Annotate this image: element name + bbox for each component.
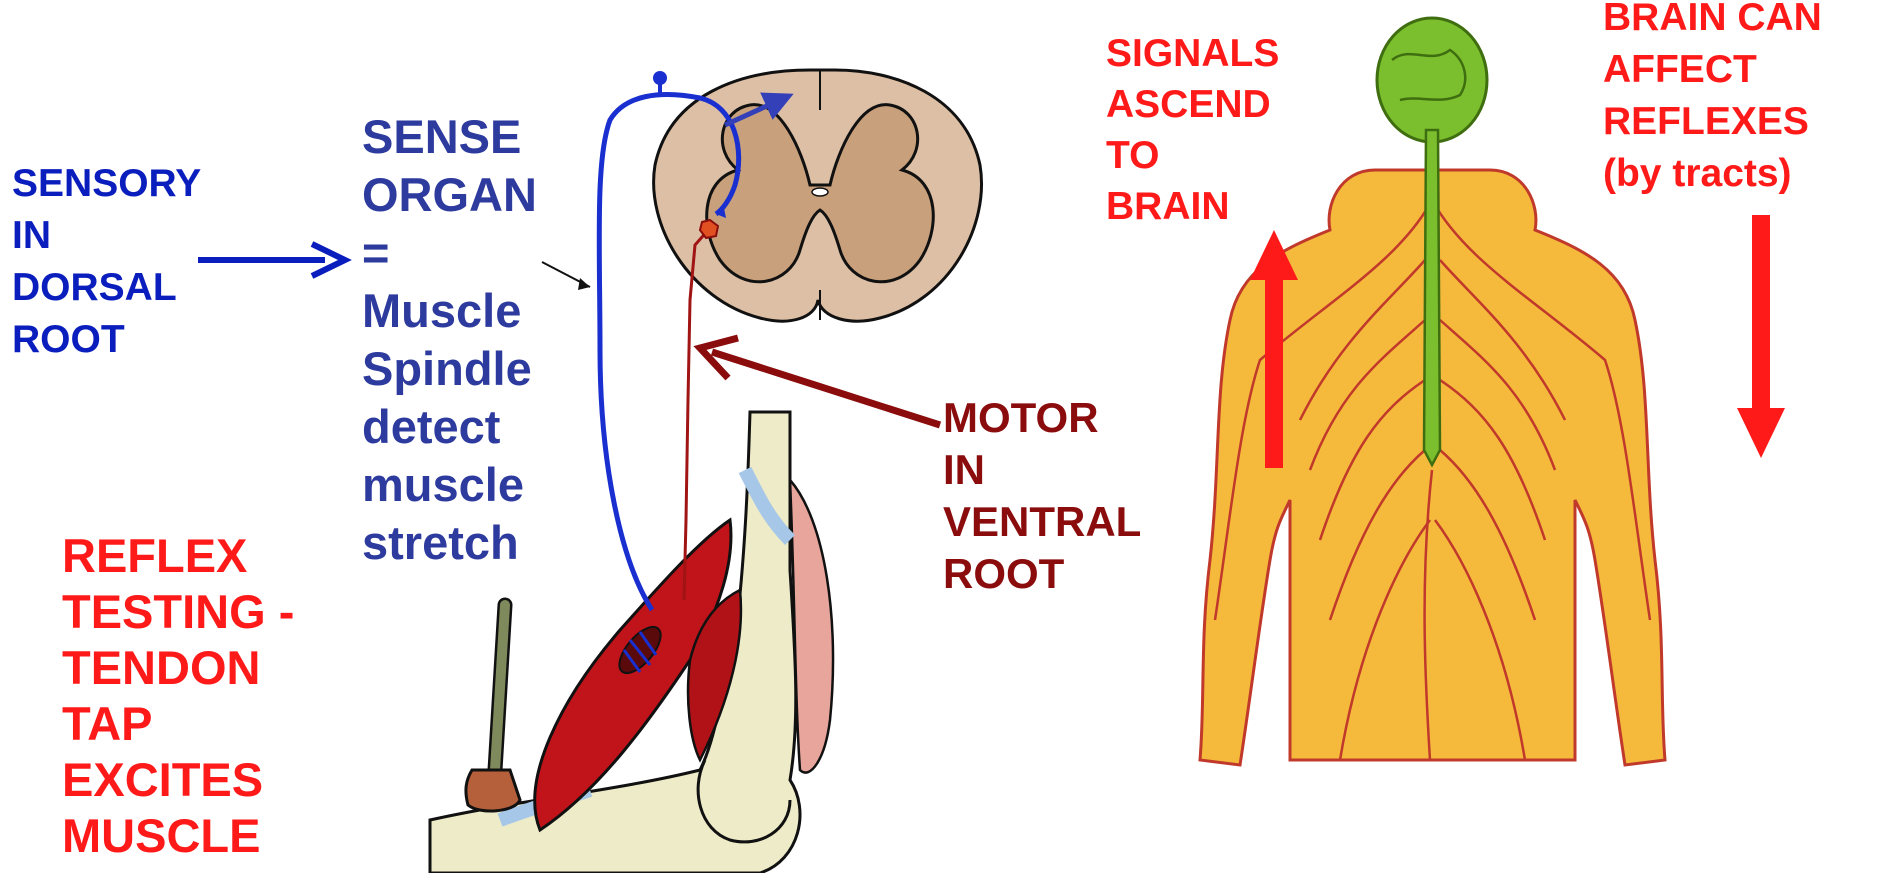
descend-arrow bbox=[1737, 215, 1785, 458]
label-line: MUSCLE bbox=[62, 808, 294, 864]
motor-ventral-root-label: MOTOR IN VENTRAL ROOT bbox=[943, 392, 1141, 600]
label-line: TAP bbox=[62, 696, 294, 752]
label-line: TENDON bbox=[62, 640, 294, 696]
label-line: TESTING - bbox=[62, 584, 294, 640]
motor-arrow bbox=[700, 338, 940, 425]
label-line: = bbox=[362, 224, 537, 282]
label-line: IN bbox=[943, 444, 1141, 496]
label-line: (by tracts) bbox=[1603, 148, 1822, 200]
label-line: SENSE bbox=[362, 108, 537, 166]
label-line: Muscle bbox=[362, 282, 537, 340]
sensory-dorsal-root-label: SENSORY IN DORSAL ROOT bbox=[12, 158, 201, 366]
label-line: REFLEX bbox=[62, 528, 294, 584]
signals-ascend-label: SIGNALS ASCEND TO BRAIN bbox=[1106, 28, 1279, 232]
label-line: DORSAL bbox=[12, 262, 201, 314]
label-line: IN bbox=[12, 210, 201, 262]
label-line: SENSORY bbox=[12, 158, 201, 210]
label-line: BRAIN CAN bbox=[1603, 0, 1822, 44]
reflex-testing-label: REFLEX TESTING - TENDON TAP EXCITES MUSC… bbox=[62, 528, 294, 864]
label-line: BRAIN bbox=[1106, 181, 1279, 232]
label-line: ORGAN bbox=[362, 166, 537, 224]
label-line: AFFECT bbox=[1603, 44, 1822, 96]
brain-affect-reflexes-label: BRAIN CAN AFFECT REFLEXES (by tracts) bbox=[1603, 0, 1822, 200]
label-line: detect bbox=[362, 398, 537, 456]
label-line: ROOT bbox=[943, 548, 1141, 600]
spinal-cord-cross-section bbox=[654, 70, 982, 321]
label-line: EXCITES bbox=[62, 752, 294, 808]
label-line: VENTRAL bbox=[943, 496, 1141, 548]
label-line: ASCEND bbox=[1106, 79, 1279, 130]
reflex-hammer bbox=[466, 605, 520, 811]
label-line: REFLEXES bbox=[1603, 96, 1822, 148]
label-line: Spindle bbox=[362, 340, 537, 398]
label-line: muscle bbox=[362, 456, 537, 514]
sense-organ-label: SENSE ORGAN = Muscle Spindle detect musc… bbox=[362, 108, 537, 572]
label-line: ROOT bbox=[12, 314, 201, 366]
label-line: TO bbox=[1106, 130, 1279, 181]
sensory-arrow bbox=[198, 244, 345, 276]
label-line: SIGNALS bbox=[1106, 28, 1279, 79]
label-line: stretch bbox=[362, 514, 537, 572]
label-line: MOTOR bbox=[943, 392, 1141, 444]
